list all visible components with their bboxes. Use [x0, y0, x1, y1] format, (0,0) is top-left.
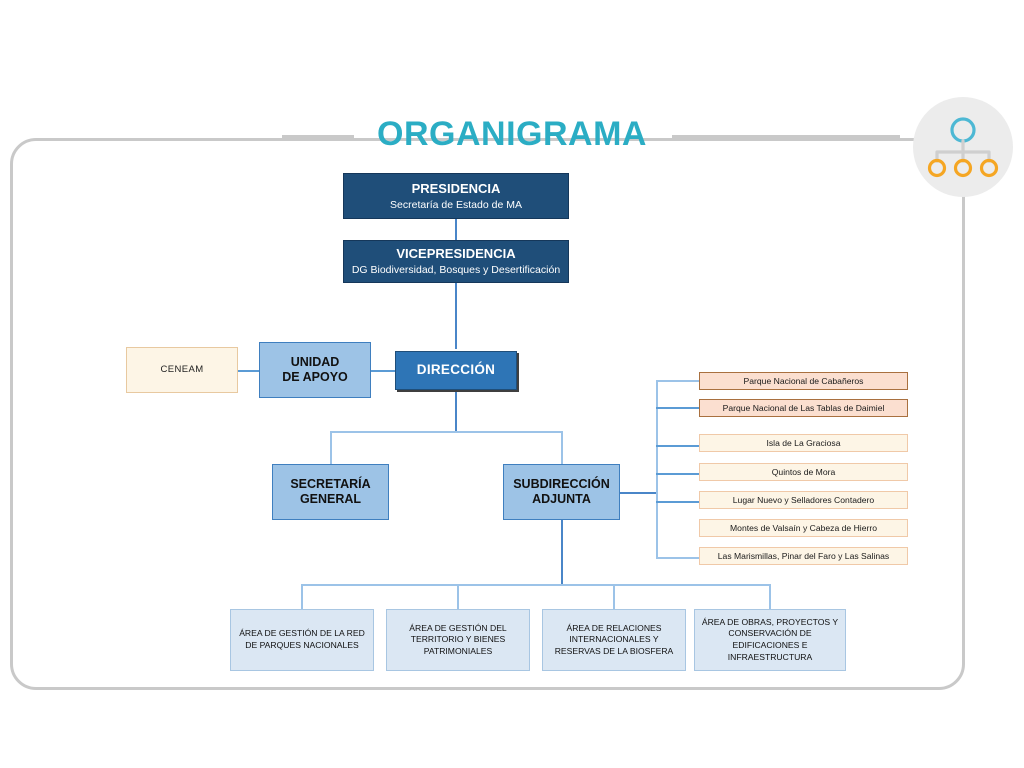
park-item-label: Lugar Nuevo y Selladores Contadero — [732, 495, 875, 505]
park-item-label: Quintos de Mora — [771, 467, 836, 477]
area-box-line: INFRAESTRUCTURA — [727, 651, 813, 662]
org-chart-icon-glyph — [927, 117, 999, 178]
connector-ceneam-unidad — [238, 370, 263, 372]
node-secretaria-line2: GENERAL — [299, 492, 362, 506]
node-unidad-de-apoyo[interactable]: UNIDAD DE APOYO — [259, 342, 371, 398]
node-presidencia-title: PRESIDENCIA — [411, 180, 501, 196]
org-chart-icon — [913, 97, 1013, 197]
area-box-line: INTERNACIONALES Y — [569, 634, 659, 645]
area-box-line: EDIFICACIONES E — [732, 640, 808, 650]
park-item[interactable]: Lugar Nuevo y Selladores Contadero — [699, 491, 908, 509]
area-box-line: ÁREA DE GESTIÓN DE LA RED — [239, 628, 365, 639]
park-item-label: Isla de La Graciosa — [766, 438, 841, 448]
node-vicepresidencia[interactable]: VICEPRESIDENCIA DG Biodiversidad, Bosque… — [343, 240, 569, 283]
node-subdireccion-line2: ADJUNTA — [532, 492, 591, 506]
connector-to-area-4 — [769, 584, 771, 610]
park-item[interactable]: Montes de Valsaín y Cabeza de Hierro — [699, 519, 908, 537]
connector-direccion-bus — [330, 431, 563, 433]
node-vicepresidencia-title: VICEPRESIDENCIA — [396, 246, 516, 262]
park-item[interactable]: Parque Nacional de Cabañeros — [699, 372, 908, 390]
node-direccion-title: DIRECCIÓN — [416, 362, 496, 378]
area-box-line: TERRITORIO Y BIENES — [410, 634, 506, 645]
park-item-label: Parque Nacional de Las Tablas de Daimiel — [722, 403, 885, 413]
connector-to-area-1 — [301, 584, 303, 610]
park-item[interactable]: Parque Nacional de Las Tablas de Daimiel — [699, 399, 908, 417]
connector-park-branch-5 — [656, 501, 699, 503]
node-secretaria-line1: SECRETARÍA — [290, 477, 371, 491]
park-item-label: Parque Nacional de Cabañeros — [743, 376, 864, 386]
node-vicepresidencia-subtitle: DG Biodiversidad, Bosques y Desertificac… — [351, 264, 561, 276]
connector-subdireccion-parks — [620, 492, 658, 494]
park-item[interactable]: Las Marismillas, Pinar del Faro y Las Sa… — [699, 547, 908, 565]
connector-vicepresidencia-direccion — [455, 283, 457, 349]
park-item-label: Las Marismillas, Pinar del Faro y Las Sa… — [717, 551, 890, 561]
connector-to-secretaria — [330, 431, 332, 464]
connector-subdireccion-drop — [561, 520, 563, 585]
connector-to-area-3 — [613, 584, 615, 610]
connector-park-branch-1 — [656, 380, 699, 382]
connector-park-branch-7 — [656, 557, 699, 559]
area-box-line: ÁREA DE GESTIÓN DEL — [409, 622, 507, 633]
node-ceneam[interactable]: CENEAM — [126, 347, 238, 393]
title-rule-left — [282, 135, 354, 140]
diagram-frame — [10, 138, 965, 690]
node-unidad-line1: UNIDAD — [290, 355, 340, 369]
connector-park-branch-2 — [656, 407, 699, 409]
connector-park-branch-4 — [656, 473, 699, 475]
connector-park-branch-3 — [656, 445, 699, 447]
connector-to-subdireccion — [561, 431, 563, 464]
title-rule-right — [672, 135, 900, 140]
area-box-line: PATRIMONIALES — [423, 645, 493, 656]
area-box-line: DE PARQUES NACIONALES — [245, 640, 359, 650]
park-item-label: Montes de Valsaín y Cabeza de Hierro — [730, 523, 877, 533]
area-box-line: ÁREA DE OBRAS, PROYECTOS Y — [701, 616, 839, 627]
area-box-line: RESERVAS DE LA BIOSFERA — [554, 645, 674, 656]
node-presidencia-subtitle: Secretaría de Estado de MA — [390, 198, 522, 211]
page-title: ORGANIGRAMA — [377, 115, 647, 153]
node-direccion[interactable]: DIRECCIÓN — [395, 351, 517, 390]
connector-to-area-2 — [457, 584, 459, 610]
park-item[interactable]: Quintos de Mora — [699, 463, 908, 481]
connector-unidad-direccion — [371, 370, 395, 372]
node-presidencia[interactable]: PRESIDENCIA Secretaría de Estado de MA — [343, 173, 569, 219]
area-box-line: CONSERVACIÓN DE — [728, 628, 812, 639]
area-box-line: ÁREA DE RELACIONES — [566, 622, 662, 633]
connector-direccion-drop — [455, 390, 457, 432]
connector-presidencia-vicepresidencia — [455, 219, 457, 240]
node-ceneam-title: CENEAM — [160, 364, 204, 376]
node-unidad-line2: DE APOYO — [282, 370, 348, 384]
connector-areas-bus — [301, 584, 771, 586]
connector-parks-spine — [656, 380, 658, 558]
node-subdireccion-line1: SUBDIRECCIÓN — [513, 477, 610, 491]
node-subdireccion-adjunta[interactable]: SUBDIRECCIÓN ADJUNTA — [503, 464, 620, 520]
park-item[interactable]: Isla de La Graciosa — [699, 434, 908, 452]
node-secretaria-general[interactable]: SECRETARÍA GENERAL — [272, 464, 389, 520]
